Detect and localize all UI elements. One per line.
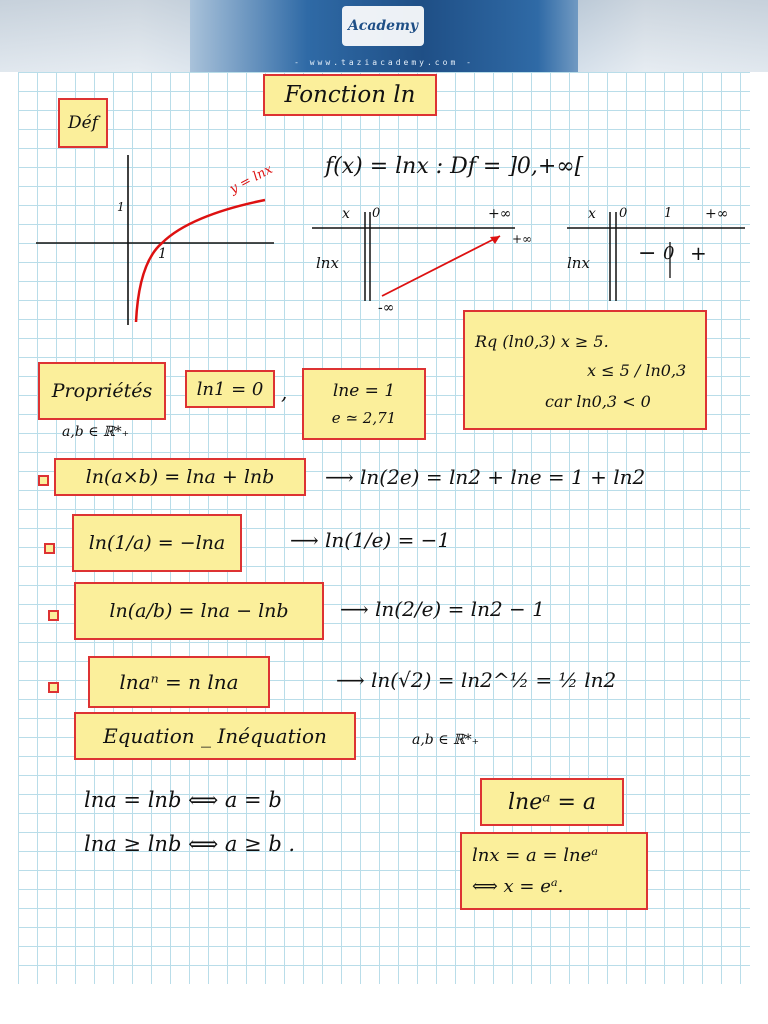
property-ln1: ln1 = 0 <box>185 370 275 408</box>
ln-exp-identity: lneᵃ = a <box>480 778 624 826</box>
property-lne-value: lne = 1 <box>332 381 396 401</box>
sign-x0: 0 <box>619 206 628 221</box>
rule-bullet-4 <box>48 682 59 693</box>
sign-x2: +∞ <box>705 206 729 222</box>
banner-photo-right <box>578 0 768 72</box>
ln-graph <box>36 155 274 325</box>
variation-table <box>312 212 515 301</box>
equation-label: Equation _ Inéquation <box>74 712 356 760</box>
page-title: Fonction ln <box>263 74 437 116</box>
remark-line-2: x ≤ 5 / ln0,3 <box>587 360 687 380</box>
definition-label: Déf <box>58 98 108 148</box>
variation-x-end: +∞ <box>488 206 512 222</box>
remark-box: Rq (ln0,3) x ≥ 5. x ≤ 5 / ln0,3 car ln0,… <box>463 310 707 430</box>
x-tick-label: 1 <box>158 246 167 262</box>
rule-product-formula: ln(a×b) = lna + lnb <box>54 458 306 496</box>
property-lne: lne = 1 e ≃ 2,71 <box>302 368 426 440</box>
properties-label: Propriétés <box>38 362 166 420</box>
solve-line-2: ⟺ x = eᵃ. <box>472 876 564 897</box>
banner-photo-left <box>0 0 190 72</box>
rule-power-example: ⟶ ln(√2) = ln2^½ = ½ ln2 <box>336 668 617 692</box>
y-tick-label: 1 <box>117 200 125 214</box>
definition-formula: f(x) = lnx : Df = ]0,+∞[ <box>325 154 584 179</box>
rule-power-formula: lnaⁿ = n lna <box>88 656 270 708</box>
rule-bullet-1 <box>38 475 49 486</box>
solve-ln-equation: lnx = a = lneᵃ ⟺ x = eᵃ. <box>460 832 648 910</box>
domain-ab-2: a,b ∈ ℝ*₊ <box>412 732 480 748</box>
variation-high: +∞ <box>512 232 533 246</box>
rule-bullet-3 <box>48 610 59 621</box>
variation-row-label: lnx <box>316 254 339 272</box>
equation-equal: lna = lnb ⟺ a = b <box>84 788 282 812</box>
sign-minus: − <box>638 241 657 266</box>
inequation: lna ≥ lnb ⟺ a ≥ b . <box>84 832 296 856</box>
sign-zero: 0 <box>663 243 675 264</box>
sign-plus: + <box>690 241 707 265</box>
rule-product-example: ⟶ ln(2e) = ln2 + lne = 1 + ln2 <box>325 465 646 489</box>
header-banner: Academy - www.taziacademy.com - <box>0 0 768 72</box>
sign-table <box>567 212 745 301</box>
sign-x-label: x <box>588 206 596 222</box>
rule-bullet-2 <box>44 543 55 554</box>
variation-x-start: 0 <box>372 206 381 221</box>
academy-logo[interactable]: Academy <box>342 6 424 46</box>
sign-row-label: lnx <box>567 254 590 272</box>
remark-line-1: Rq (ln0,3) x ≥ 5. <box>475 331 609 351</box>
rule-quotient-example: ⟶ ln(2/e) = ln2 − 1 <box>340 597 545 621</box>
rule-inverse-example: ⟶ ln(1/e) = −1 <box>290 528 451 552</box>
variation-x-label: x <box>342 206 350 222</box>
sign-x1: 1 <box>664 206 673 221</box>
rule-inverse-formula: ln(1/a) = −lna <box>72 514 242 572</box>
variation-low: -∞ <box>378 300 395 316</box>
remark-line-3: car ln0,3 < 0 <box>545 391 651 411</box>
property-e-approx: e ≃ 2,71 <box>331 409 397 427</box>
domain-ab: a,b ∈ ℝ*₊ <box>62 424 130 440</box>
solve-line-1: lnx = a = lneᵃ <box>472 845 599 866</box>
rule-quotient-formula: ln(a/b) = lna − lnb <box>74 582 324 640</box>
banner-url: - www.taziacademy.com - <box>294 58 474 67</box>
properties-comma: , <box>281 380 288 404</box>
